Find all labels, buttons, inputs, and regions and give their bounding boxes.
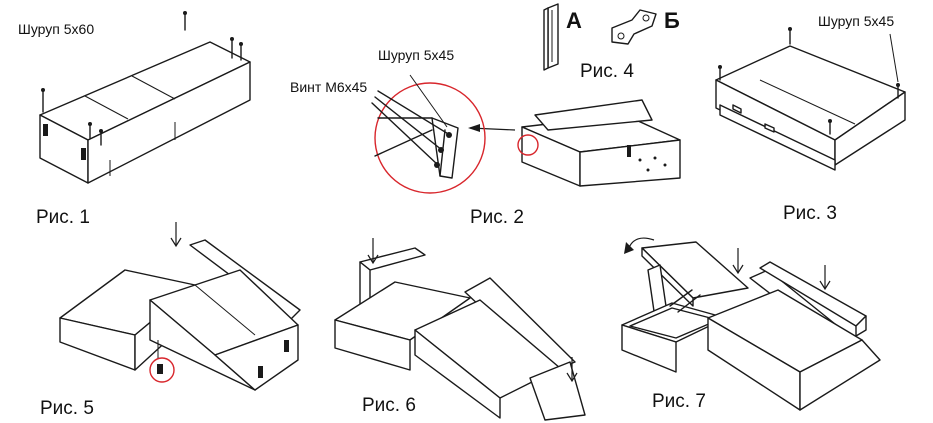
- fig4-caption: Рис. 4: [580, 61, 634, 82]
- fig2-bolt-label: Винт М6х45: [290, 79, 368, 95]
- fig3-caption: Рис. 3: [783, 203, 837, 224]
- fig6-drawing: [334, 238, 586, 421]
- fig4-part-a-label: А: [566, 8, 582, 33]
- fig5-drawing: [59, 222, 301, 391]
- fig2-screw-label: Шуруп 5х45: [378, 47, 455, 63]
- fig4-part-b-label: Б: [664, 8, 680, 33]
- fig1-screw-label: Шуруп 5х60: [18, 21, 95, 37]
- fig2-drawing: [371, 74, 681, 194]
- fig1-drawing: [39, 11, 251, 184]
- fig5-caption: Рис. 5: [40, 398, 94, 419]
- fig6-caption: Рис. 6: [362, 395, 416, 416]
- fig7-drawing: [621, 237, 881, 411]
- fig4-drawing: [543, 3, 657, 71]
- fig2-caption: Рис. 2: [470, 207, 524, 228]
- fig3-drawing: [715, 27, 906, 171]
- fig3-screw-label: Шуруп 5х45: [818, 13, 895, 29]
- fig1-caption: Рис. 1: [36, 207, 90, 228]
- fig7-caption: Рис. 7: [652, 391, 706, 412]
